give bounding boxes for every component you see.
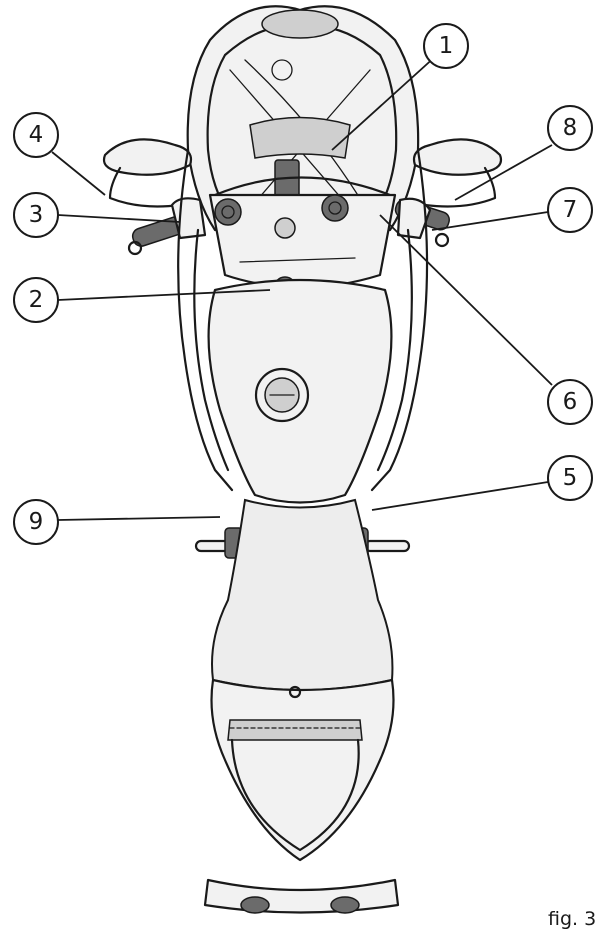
- fuel-tank: [207, 278, 393, 504]
- right-switch-cluster: [396, 197, 432, 240]
- callout-2: 2: [13, 277, 271, 323]
- callout-7-label: 7: [563, 197, 578, 223]
- rear-exhaust: [203, 878, 400, 914]
- callout-8: 8: [454, 105, 593, 201]
- callout-1: 1: [331, 23, 469, 151]
- callout-3: 3: [13, 192, 181, 238]
- callout-5: 5: [371, 455, 593, 511]
- callout-8-label: 8: [563, 115, 578, 141]
- callout-9-label: 9: [29, 509, 44, 535]
- instrument-panel: [213, 116, 392, 203]
- figure-label: fig. 3: [548, 908, 596, 930]
- callout-3-label: 3: [29, 202, 44, 228]
- callout-4-label: 4: [29, 122, 44, 148]
- callout-2-label: 2: [29, 287, 44, 313]
- callout-9: 9: [13, 499, 221, 545]
- callout-4: 4: [13, 112, 106, 196]
- callout-6: 6: [379, 214, 593, 425]
- triple-clamp: [208, 193, 397, 300]
- callout-6-label: 6: [563, 389, 578, 415]
- callout-1-label: 1: [439, 33, 454, 59]
- callout-5-label: 5: [563, 465, 578, 491]
- seat-and-tail: [210, 498, 395, 862]
- frame-side-panels: [177, 148, 429, 492]
- callout-7: 7: [431, 187, 593, 233]
